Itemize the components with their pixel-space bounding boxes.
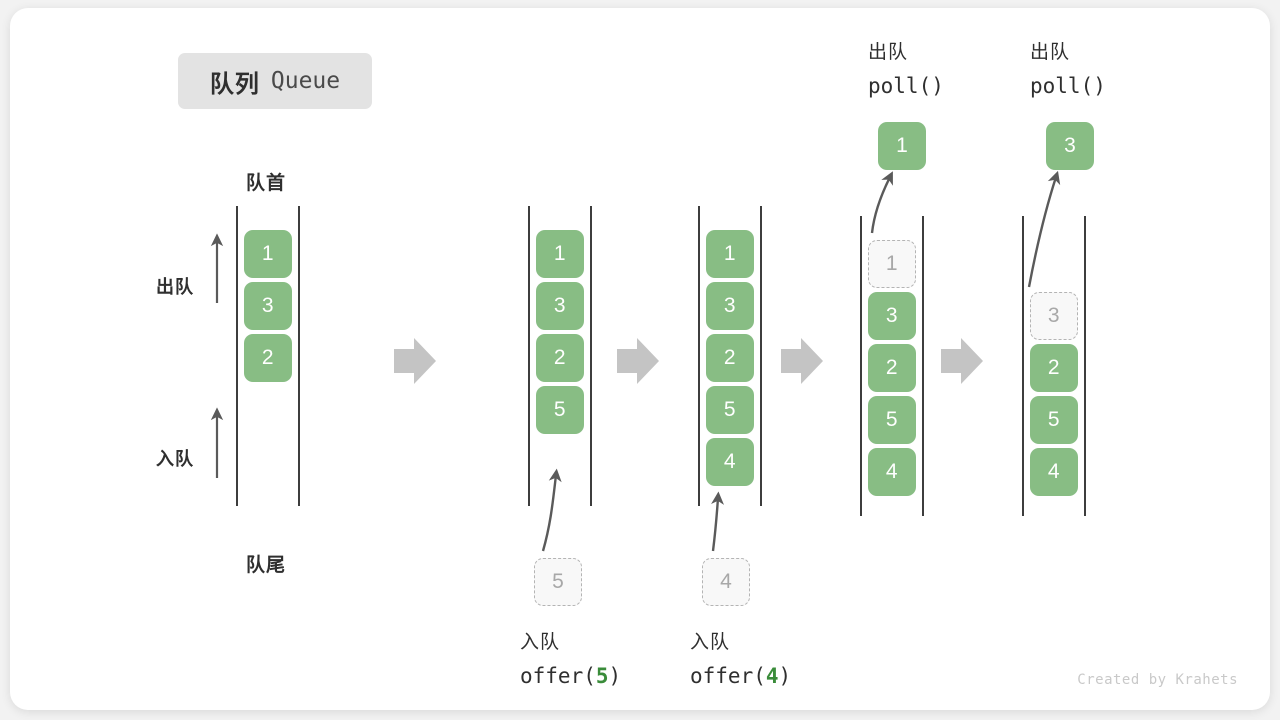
caption-code: poll()	[1030, 73, 1106, 98]
caption-code: offer(5)	[520, 663, 622, 688]
queue-column-offer-5: 1 3 2 5	[528, 206, 592, 506]
queue-cell: 1	[536, 230, 584, 278]
queue-cell: 3	[244, 282, 292, 330]
queue-cell: 2	[868, 344, 916, 392]
pending-cell-5: 5	[534, 558, 582, 606]
rail-left	[528, 206, 530, 506]
caption-cn: 入队	[520, 632, 561, 653]
rail-right	[298, 206, 300, 506]
title-en: Queue	[270, 68, 341, 94]
rear-label: 队尾	[246, 555, 287, 576]
popped-cell-1: 1	[878, 122, 926, 170]
queue-cell: 3	[536, 282, 584, 330]
caption-poll-1: 出队 poll()	[868, 38, 944, 103]
queue-cell: 1	[244, 230, 292, 278]
queue-cell: 3	[706, 282, 754, 330]
queue-cell: 2	[1030, 344, 1078, 392]
queue-cell: 5	[868, 396, 916, 444]
queue-cell: 2	[244, 334, 292, 382]
queue-cell: 4	[1030, 448, 1078, 496]
caption-cn: 出队	[1030, 42, 1071, 63]
rail-right	[590, 206, 592, 506]
dequeue-side-label: 出队	[156, 277, 194, 297]
queue-cell-ghost: 3	[1030, 292, 1078, 340]
caption-cn: 入队	[690, 632, 731, 653]
caption-offer-5: 入队 offer(5)	[520, 628, 621, 693]
enqueue-side-label: 入队	[156, 449, 194, 469]
caption-offer-4: 入队 offer(4)	[690, 628, 791, 693]
diagram-title-badge: 队列 Queue	[178, 53, 372, 109]
caption-code: offer(4)	[690, 663, 792, 688]
watermark: Created by Krahets	[1077, 672, 1238, 688]
queue-cell: 1	[706, 230, 754, 278]
queue-cell: 4	[868, 448, 916, 496]
rail-right	[1084, 216, 1086, 516]
queue-cell: 5	[706, 386, 754, 434]
caption-cn: 出队	[868, 42, 909, 63]
rail-left	[1022, 216, 1024, 516]
queue-cell: 5	[1030, 396, 1078, 444]
popped-cell-3: 3	[1046, 122, 1094, 170]
diagram-card: 队列 Queue 队首 队尾 出队 入队 1 3 2 1 3 2 5 5 入队 …	[10, 8, 1270, 710]
title-cn: 队列	[209, 70, 260, 98]
queue-cell: 3	[868, 292, 916, 340]
queue-cell: 2	[706, 334, 754, 382]
rail-left	[860, 216, 862, 516]
rail-right	[922, 216, 924, 516]
caption-code: poll()	[868, 73, 944, 98]
rail-right	[760, 206, 762, 506]
queue-cell: 2	[536, 334, 584, 382]
rail-left	[698, 206, 700, 506]
rail-left	[236, 206, 238, 506]
caption-poll-3: 出队 poll()	[1030, 38, 1106, 103]
queue-column-initial: 1 3 2	[236, 206, 300, 506]
queue-column-offer-4: 1 3 2 5 4	[698, 206, 762, 506]
queue-cell: 4	[706, 438, 754, 486]
queue-column-poll-1: 1 3 2 5 4	[860, 216, 924, 516]
front-label: 队首	[246, 173, 287, 194]
queue-column-poll-3: 3 2 5 4	[1022, 216, 1086, 516]
queue-cell: 5	[536, 386, 584, 434]
queue-cell-ghost: 1	[868, 240, 916, 288]
pending-cell-4: 4	[702, 558, 750, 606]
